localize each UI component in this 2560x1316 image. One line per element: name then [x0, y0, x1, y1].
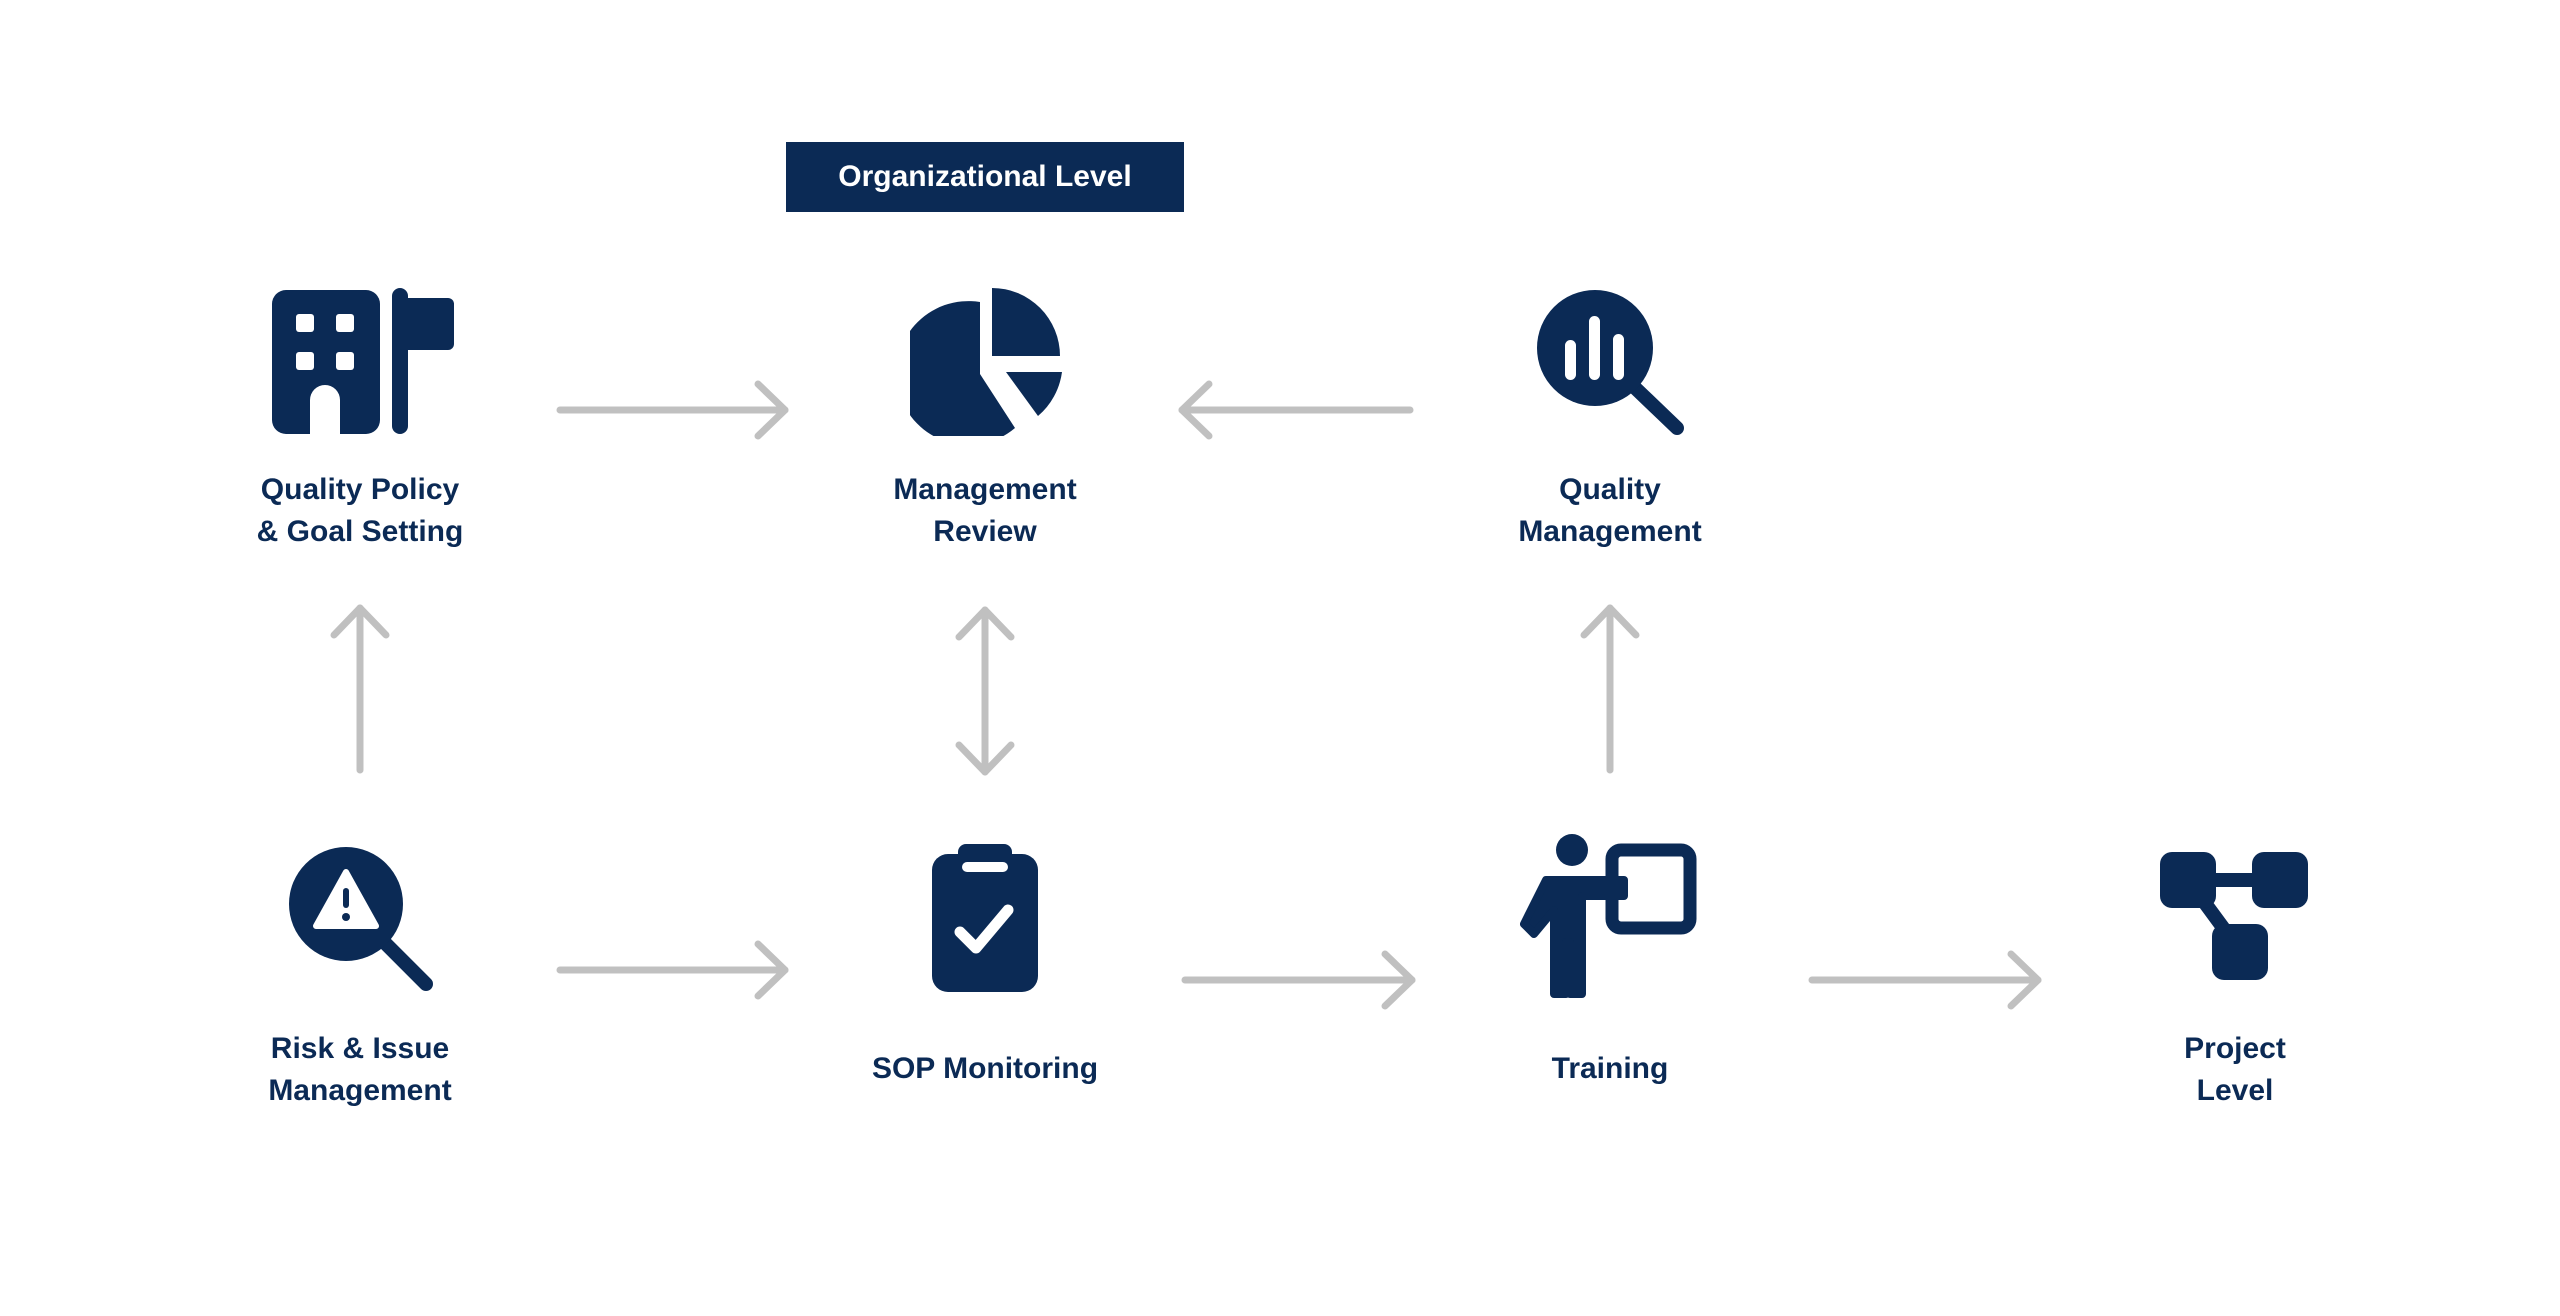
arrow-risk-to-policy: [330, 604, 390, 774]
training-label: Training: [1551, 1052, 1669, 1085]
clipboard-check-icon: [932, 844, 1038, 992]
sop-monitoring-label: SOP Monitoring: [871, 1052, 1099, 1085]
organizational-level-banner: Organizational Level: [786, 142, 1184, 212]
arrow-training-to-project: [1808, 950, 2042, 1010]
presenter-board-icon: [1520, 834, 1697, 998]
hierarchy-icon: [2160, 852, 2308, 980]
building-flag-icon: [272, 288, 454, 434]
pie-chart-icon: [910, 288, 1062, 436]
quality-policy-label: Quality Policy& Goal Setting: [256, 473, 464, 548]
arrow-risk-to-sop: [556, 940, 789, 1000]
arrow-sop-to-training: [1181, 950, 1416, 1010]
chart-search-icon: [1537, 290, 1684, 435]
arrow-training-to-quality: [1580, 604, 1640, 774]
arrow-review-sop-bidirectional: [955, 606, 1015, 776]
arrow-policy-to-review: [556, 380, 789, 440]
warning-search-icon: [289, 847, 433, 991]
arrow-quality-to-review: [1178, 380, 1414, 440]
